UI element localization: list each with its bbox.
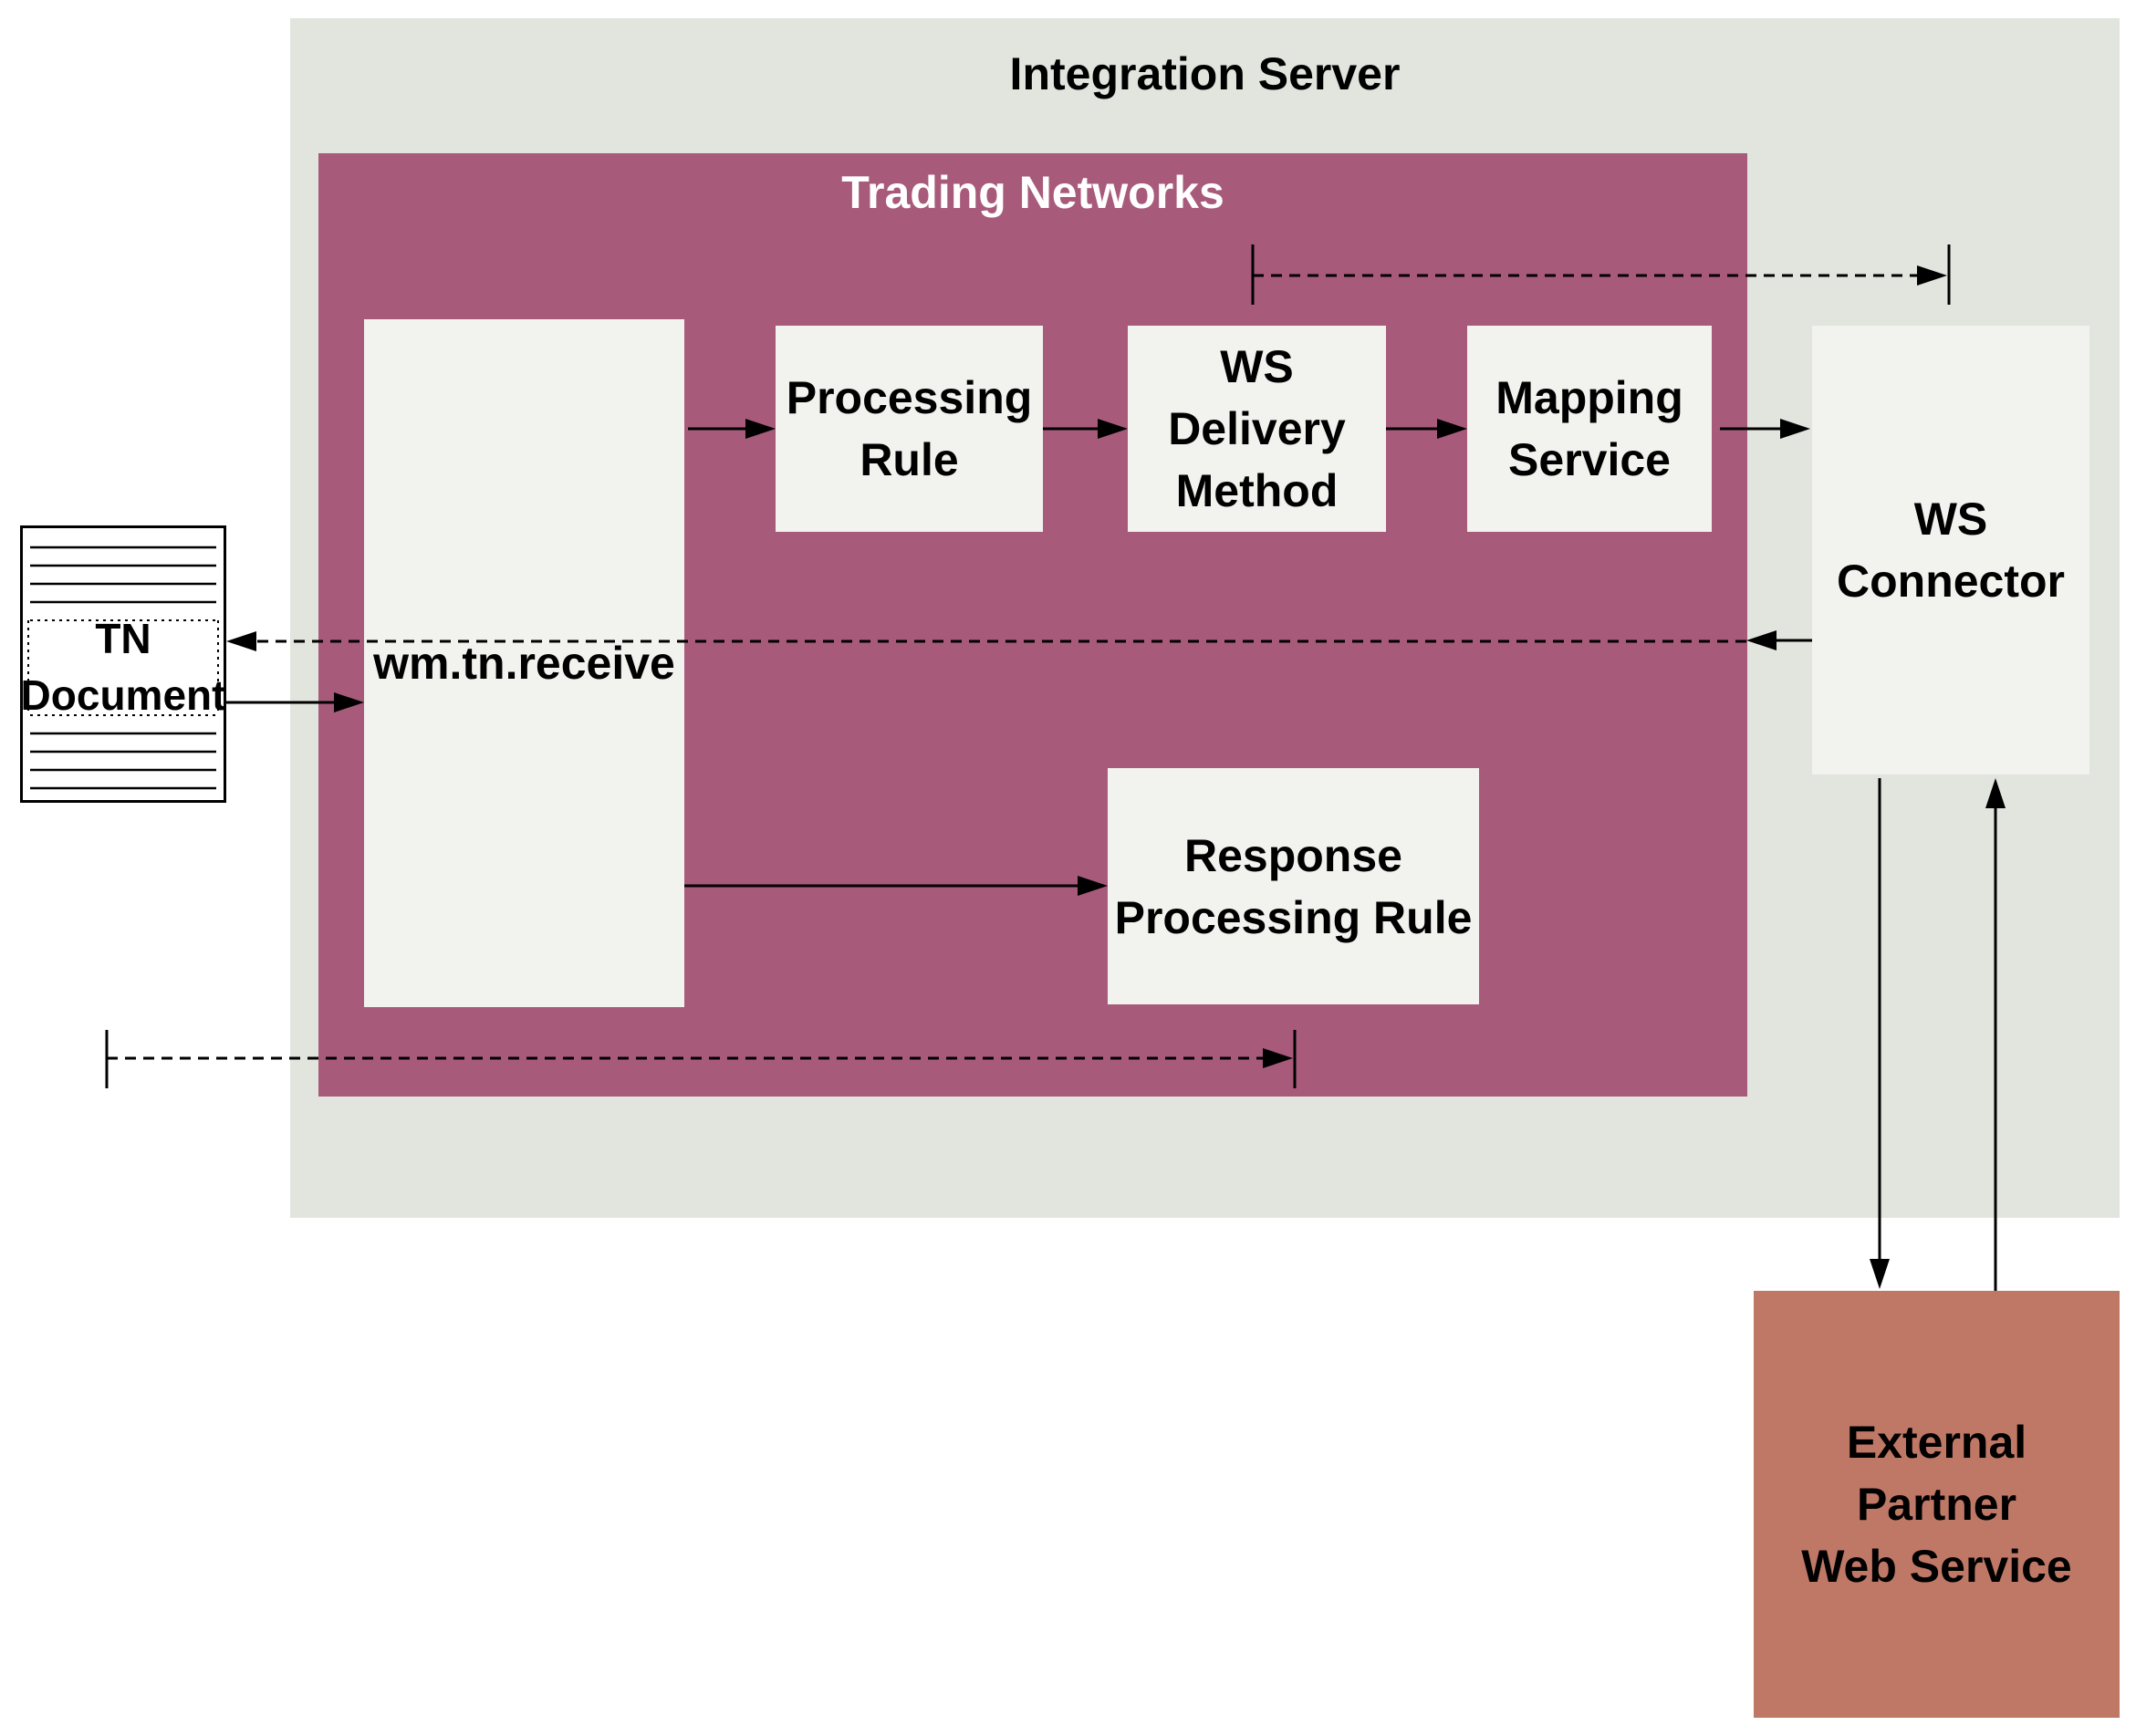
integration-server-label: Integration Server [1009,48,1401,99]
wm-tn-receive-box[interactable]: wm.tn.receive [364,319,684,1007]
document-lines-icon [27,546,219,790]
tn-document-icon[interactable]: TN Document [20,525,226,803]
tn-document-label: TN Document [20,615,226,719]
mapping-service-box[interactable]: Mapping Service [1467,326,1712,532]
mapping-service-label: Mapping Service [1495,372,1683,485]
response-processing-rule-box[interactable]: Response Processing Rule [1108,768,1479,1004]
ws-delivery-method-box[interactable]: WS Delivery Method [1128,326,1386,532]
ws-connector-label: WS Connector [1837,494,2065,607]
trading-networks-label: Trading Networks [841,167,1224,218]
ws-delivery-method-label: WS Delivery Method [1168,341,1346,516]
external-partner-label: External Partner Web Service [1801,1417,2072,1592]
response-processing-rule-label: Response Processing Rule [1114,829,1473,943]
processing-rule-box[interactable]: Processing Rule [776,326,1043,532]
ws-connector-box[interactable]: WS Connector [1812,326,2089,774]
wm-tn-receive-label: wm.tn.receive [373,638,675,689]
external-partner-web-service-box[interactable]: External Partner Web Service [1754,1291,2120,1718]
processing-rule-label: Processing Rule [786,372,1033,485]
